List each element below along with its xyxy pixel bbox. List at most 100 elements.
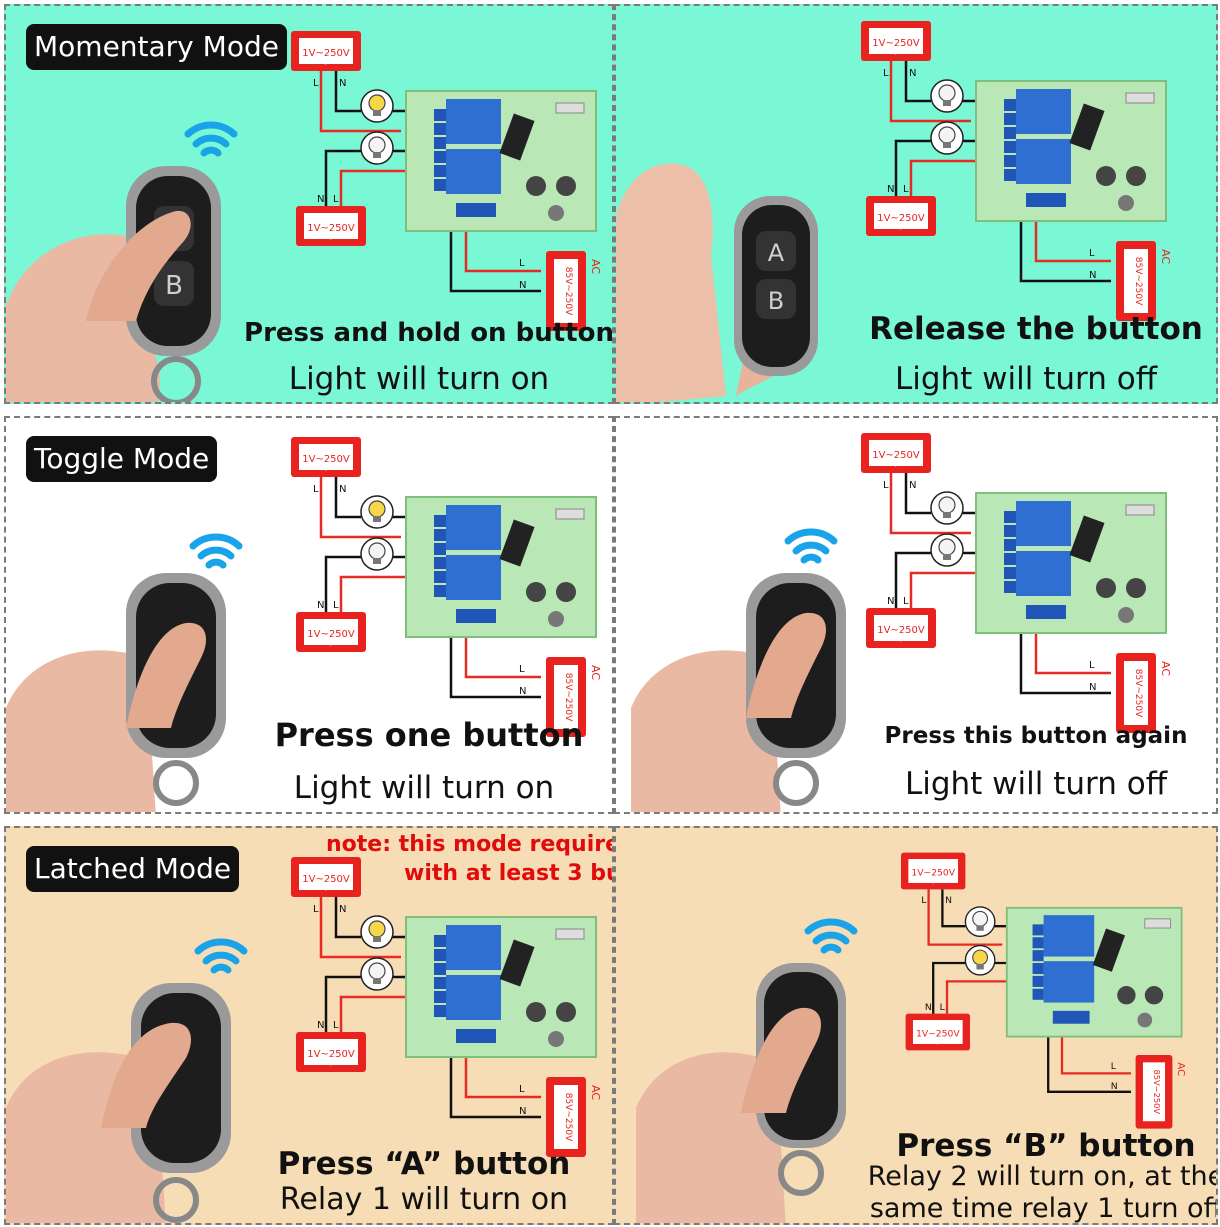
source-voltage-label: 1V~250V	[877, 625, 925, 636]
wire-label: L	[333, 1020, 339, 1031]
wire-label: L	[313, 484, 319, 495]
ac-tag-label: AC	[589, 1085, 602, 1100]
wire-label: N	[1111, 1081, 1118, 1092]
ac-tag-label: AC	[1175, 1062, 1186, 1076]
wire-label: L	[519, 664, 525, 675]
relay-board-icon	[1005, 906, 1183, 1038]
remote-control-icon: A B	[734, 196, 818, 376]
wire-label: N	[519, 686, 526, 697]
wire-label: N	[339, 904, 346, 915]
panel-momentary-press: Momentary Mode A B 1V~250V1V~250VLNNLLN8…	[4, 4, 614, 404]
wifi-signal-icon	[184, 121, 238, 157]
wifi-signal-icon	[784, 528, 838, 564]
hand-fingers-icon	[86, 210, 191, 321]
relay-board-icon	[405, 916, 597, 1058]
wire-label: L	[1111, 1061, 1117, 1072]
source-voltage-label: 1V~250V	[916, 1029, 960, 1040]
power-source-icon: 1V~250V	[291, 857, 361, 897]
wifi-signal-icon	[804, 918, 858, 954]
wire-label: N	[887, 184, 894, 195]
remote-key-a: A	[768, 239, 785, 267]
wire-label: N	[887, 596, 894, 607]
wire-label: N	[925, 1002, 932, 1013]
wire-label: L	[519, 258, 525, 269]
wire-label: L	[519, 1084, 525, 1095]
wire-label: N	[317, 194, 324, 205]
power-source-icon: 1V~250V	[296, 206, 366, 246]
wire-label: N	[317, 600, 324, 611]
wire-label: L	[940, 1002, 946, 1013]
ac-tag-label: AC	[1159, 249, 1172, 264]
relay-board-icon	[405, 496, 597, 638]
wire-label: L	[313, 904, 319, 915]
wire-label: N	[317, 1020, 324, 1031]
caption-secondary: Light will turn on	[288, 361, 550, 397]
wire-label: L	[333, 194, 339, 205]
hand-thumb-icon	[101, 1022, 191, 1128]
source-voltage-label: 1V~250V	[307, 629, 355, 640]
light-bulb-icon	[964, 944, 996, 976]
power-source-icon: 1V~250V	[296, 612, 366, 652]
light-bulb-icon	[930, 491, 964, 525]
ac-voltage-label: 85V~250V	[1133, 669, 1143, 718]
light-bulb-icon	[360, 89, 394, 123]
wire-label: N	[519, 1106, 526, 1117]
power-source-icon: 1V~250V	[866, 608, 936, 648]
hand-thumb-icon	[741, 1007, 821, 1113]
caption-primary: Press “A” button	[277, 1146, 571, 1182]
caption-secondary: Relay 2 will turn on, at the	[867, 1161, 1218, 1192]
source-voltage-label: 1V~250V	[872, 450, 920, 461]
power-source-icon: 1V~250V	[291, 31, 361, 71]
hand-thumb-icon	[126, 622, 206, 728]
source-voltage-label: 1V~250V	[302, 874, 350, 885]
power-source-icon: 1V~250V	[905, 1013, 970, 1051]
light-bulb-icon	[360, 495, 394, 529]
wire-label: L	[1089, 660, 1095, 671]
wire-label: L	[313, 78, 319, 89]
wire-label: L	[883, 68, 889, 79]
source-voltage-label: 1V~250V	[872, 38, 920, 49]
light-bulb-icon	[964, 906, 996, 938]
wire-label: N	[945, 895, 952, 906]
ac-voltage-label: 85V~250V	[1152, 1070, 1162, 1115]
mode-badge: Latched Mode	[26, 846, 240, 892]
wire-label: L	[903, 596, 909, 607]
ac-voltage-label: 85V~250V	[563, 673, 573, 722]
ac-tag-label: AC	[589, 259, 602, 274]
wire-label: L	[333, 600, 339, 611]
power-source-icon: 1V~250V	[296, 1032, 366, 1072]
light-bulb-icon	[360, 537, 394, 571]
wifi-signal-icon	[189, 533, 243, 569]
caption-primary: Press this button again	[884, 723, 1188, 749]
ac-power-source-icon: 85V~250V AC	[1135, 1055, 1186, 1129]
note-line-2: with at least 3 buttons	[404, 861, 612, 886]
source-voltage-label: 1V~250V	[302, 454, 350, 465]
wire-label: N	[909, 68, 916, 79]
power-source-icon: 1V~250V	[901, 852, 966, 890]
source-voltage-label: 1V~250V	[911, 868, 955, 879]
caption-secondary: Relay 1 will turn on	[279, 1182, 569, 1217]
panel-latched-a: Latched Mode note: this mode requires a …	[4, 826, 614, 1225]
light-bulb-icon	[360, 915, 394, 949]
wire-label: L	[903, 184, 909, 195]
wifi-signal-icon	[194, 938, 248, 974]
caption-primary: Press and hold on button	[244, 318, 614, 348]
light-bulb-icon	[930, 533, 964, 567]
hand-thumb-icon	[746, 612, 826, 718]
power-source-icon: 1V~250V	[866, 196, 936, 236]
light-bulb-icon	[930, 121, 964, 155]
power-source-icon: 1V~250V	[861, 21, 931, 61]
relay-board-icon	[975, 80, 1167, 222]
power-source-icon: 1V~250V	[861, 433, 931, 473]
